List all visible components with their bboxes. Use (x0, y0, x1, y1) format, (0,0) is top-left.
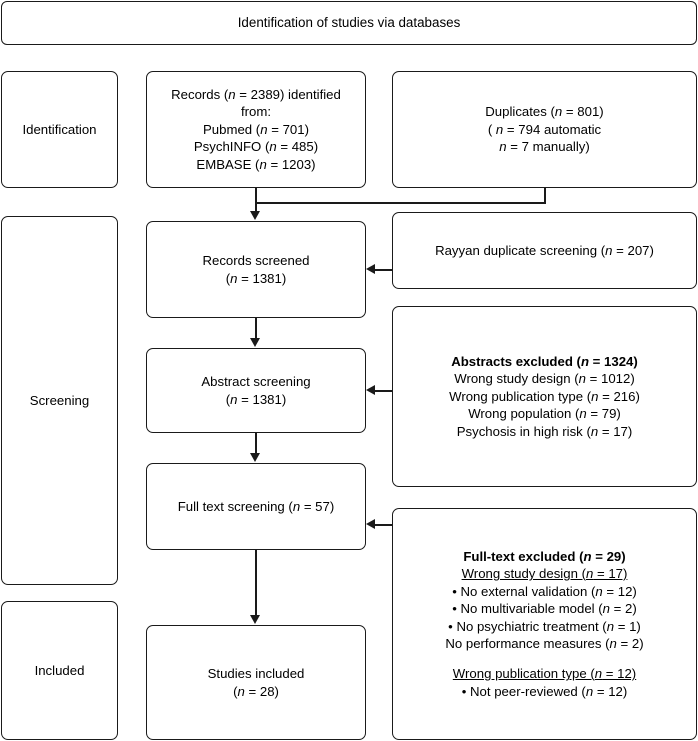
fulltext-excluded-group1-item-4: No performance measures (n = 2) (445, 635, 644, 651)
diagram-title-box: Identification of studies via databases (1, 1, 697, 45)
box-fulltext-excluded-text: Full-text excluded (n = 29) Wrong study … (393, 548, 696, 700)
records-line-2: from: (240, 104, 272, 120)
connector-duplicates-hline (255, 202, 546, 204)
box-fulltext-screening: Full text screening (n = 57) (146, 463, 366, 550)
box-studies-included-text: Studies included (n = 28) (147, 665, 365, 700)
abstracts-excluded-item-1: Wrong study design (n = 1012) (454, 371, 635, 387)
box-records-screened: Records screened (n = 1381) (146, 221, 366, 318)
stage-label-included: Included (1, 601, 118, 740)
stage-label-screening: Screening (1, 216, 118, 585)
box-duplicates-text: Duplicates (n = 801) ( n = 794 automatic… (393, 103, 696, 155)
connector-abstract-to-fulltext-vline (255, 433, 257, 454)
stage-label-identification: Identification (1, 71, 118, 188)
connector-fulltext-to-included-vline (255, 550, 257, 616)
box-records-identified-text: Records (n = 2389) identified from: Pubm… (147, 86, 365, 173)
records-line-3: Pubmed (n = 701) (203, 121, 309, 137)
records-line-4: PsychINFO (n = 485) (193, 139, 319, 155)
connector-screened-to-abstract-arrow (249, 338, 260, 347)
connector-records-to-screened-arrow (249, 211, 260, 220)
abstracts-excluded-item-3: Wrong population (n = 79) (468, 406, 621, 422)
records-screened-line-2: (n = 1381) (225, 270, 287, 286)
box-studies-included: Studies included (n = 28) (146, 625, 366, 740)
box-abstract-screening-text: Abstract screening (n = 1381) (147, 373, 365, 408)
box-fulltext-excluded: Full-text excluded (n = 29) Wrong study … (392, 508, 697, 740)
fulltext-excluded-group1-item-1: • No external validation (n = 12) (452, 583, 637, 599)
connector-abstracts-excluded-arrow (366, 385, 375, 395)
studies-included-line-2: (n = 28) (233, 683, 279, 699)
box-duplicates: Duplicates (n = 801) ( n = 794 automatic… (392, 71, 697, 188)
rayyan-line-1: Rayyan duplicate screening (n = 207) (435, 242, 654, 258)
connector-rayyan-arrow (366, 264, 375, 274)
duplicates-line-2: ( n = 794 automatic (487, 121, 602, 137)
fulltext-excluded-spacer (399, 652, 690, 665)
box-fulltext-screening-text: Full text screening (n = 57) (147, 498, 365, 515)
fulltext-excluded-group1-heading: Wrong study design (n = 17) (461, 566, 628, 582)
abstracts-excluded-heading: Abstracts excluded (n = 1324) (451, 353, 638, 369)
connector-abstract-to-fulltext-arrow (249, 453, 260, 462)
abstract-screening-line-1: Abstract screening (201, 374, 311, 390)
abstracts-excluded-item-4: Psychosis in high risk (n = 17) (456, 423, 633, 439)
stage-label-screening-text: Screening (29, 392, 90, 408)
box-records-screened-text: Records screened (n = 1381) (147, 252, 365, 287)
connector-fulltext-to-included-arrow (249, 615, 260, 624)
studies-included-line-1: Studies included (207, 666, 305, 682)
connector-fulltext-excluded-arrow (366, 519, 375, 529)
connector-abstracts-excluded-hline (375, 390, 393, 392)
box-abstract-screening: Abstract screening (n = 1381) (146, 348, 366, 433)
abstracts-excluded-item-2: Wrong publication type (n = 216) (449, 388, 640, 404)
connector-records-to-screened-vline (255, 188, 257, 212)
fulltext-screening-line-1: Full text screening (n = 57) (177, 498, 335, 514)
diagram-title-text: Identification of studies via databases (237, 15, 461, 31)
connector-rayyan-hline (375, 269, 393, 271)
box-rayyan-duplicate-screening: Rayyan duplicate screening (n = 207) (392, 212, 697, 289)
records-screened-line-1: Records screened (202, 253, 310, 269)
box-abstracts-excluded-text: Abstracts excluded (n = 1324) Wrong stud… (393, 353, 696, 440)
box-records-identified: Records (n = 2389) identified from: Pubm… (146, 71, 366, 188)
duplicates-line-1: Duplicates (n = 801) (485, 104, 604, 120)
abstract-screening-line-2: (n = 1381) (225, 391, 287, 407)
connector-fulltext-excluded-hline (375, 524, 393, 526)
box-abstracts-excluded: Abstracts excluded (n = 1324) Wrong stud… (392, 306, 697, 487)
duplicates-line-3: n = 7 manually) (499, 139, 590, 155)
fulltext-excluded-group2-heading: Wrong publication type (n = 12) (452, 666, 637, 682)
stage-label-included-text: Included (34, 662, 85, 678)
records-line-5: EMBASE (n = 1203) (196, 156, 316, 172)
fulltext-excluded-heading: Full-text excluded (n = 29) (463, 548, 626, 564)
stage-label-identification-text: Identification (22, 121, 97, 137)
connector-screened-to-abstract-vline (255, 318, 257, 339)
fulltext-excluded-group1-item-2: • No multivariable model (n = 2) (452, 601, 637, 617)
box-rayyan-text: Rayyan duplicate screening (n = 207) (393, 242, 696, 259)
connector-duplicates-vline (544, 188, 546, 203)
records-line-1: Records (n = 2389) identified (171, 86, 341, 102)
fulltext-excluded-group1-item-3: • No psychiatric treatment (n = 1) (448, 618, 641, 634)
fulltext-excluded-group2-item-1: • Not peer-reviewed (n = 12) (461, 683, 628, 699)
